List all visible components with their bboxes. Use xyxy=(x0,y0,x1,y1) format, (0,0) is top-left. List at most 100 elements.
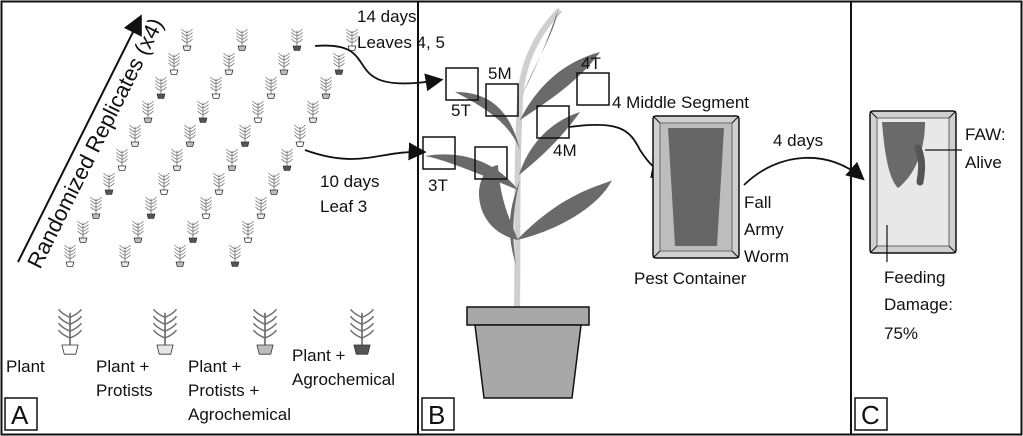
mini-plant xyxy=(346,28,358,51)
panel-a-letter-box xyxy=(4,397,38,431)
leaf xyxy=(517,180,612,240)
label-10-days: 10 days xyxy=(320,172,380,191)
legend-protists-line1: Plant + xyxy=(96,357,149,376)
mini-plant xyxy=(210,76,222,99)
panel-a: Randomized Replicates (x4) 14 days Leave… xyxy=(4,7,445,431)
pot-rim xyxy=(466,306,590,326)
leaf xyxy=(520,52,600,120)
label-leaf-3: Leaf 3 xyxy=(320,197,367,216)
damage-line2: Damage: xyxy=(884,295,953,314)
panel-c-letter-box xyxy=(854,397,888,431)
arrow-to-container xyxy=(568,123,670,179)
damage-value: 75% xyxy=(884,324,918,343)
faw-line1: Fall xyxy=(744,193,771,212)
label-14-days: 14 days xyxy=(357,7,417,26)
damage-line1: Feeding xyxy=(884,268,945,287)
panel-b-letter-box xyxy=(421,397,455,431)
mini-plant xyxy=(252,100,264,123)
mini-plant xyxy=(129,124,141,147)
panel-c: FAW: Alive Feeding Damage: 75% C xyxy=(854,110,1006,431)
leaf-5 xyxy=(455,92,520,150)
segment-4m-box xyxy=(536,105,570,139)
faw-line3: Worm xyxy=(744,247,789,266)
mini-plant xyxy=(116,148,128,171)
mini-plant xyxy=(64,244,76,267)
legend-both-line1: Plant + xyxy=(188,357,241,376)
leaf-segment-in-container xyxy=(668,128,724,246)
mini-plant xyxy=(268,172,280,195)
legend-plants xyxy=(57,308,375,355)
mini-plant xyxy=(171,148,183,171)
mini-plant xyxy=(142,100,154,123)
pest-container-label: Pest Container xyxy=(634,269,747,288)
mini-plant xyxy=(187,220,199,243)
mini-plant xyxy=(236,28,248,51)
faw-label: FAW: xyxy=(965,125,1006,144)
label-leaves-4-5: Leaves 4, 5 xyxy=(357,33,445,52)
mini-plant xyxy=(181,28,193,51)
mini-plant xyxy=(239,124,251,147)
mini-plant xyxy=(184,124,196,147)
leaf-3 xyxy=(425,154,518,190)
leaf-4 xyxy=(519,112,580,175)
legend-agro-line1: Plant + xyxy=(292,346,345,365)
plant-stem xyxy=(514,7,563,309)
label-4t: 4T xyxy=(581,54,601,73)
mini-plant xyxy=(145,196,157,219)
segment-3m-box xyxy=(474,146,508,180)
mini-plant xyxy=(294,124,306,147)
legend-agro-line2: Agrochemical xyxy=(292,370,395,389)
mini-plant xyxy=(265,76,277,99)
label-5t: 5T xyxy=(451,101,471,120)
mini-plant xyxy=(291,28,303,51)
segment-4t-box xyxy=(576,72,610,106)
label-4-days: 4 days xyxy=(773,131,823,150)
label-3t: 3T xyxy=(428,176,448,195)
label-4-middle-segment: 4 Middle Segment xyxy=(612,93,749,112)
mini-plant xyxy=(213,172,225,195)
mini-plant xyxy=(223,52,235,75)
legend-both-line2: Protists + xyxy=(188,381,259,400)
arrow-14-days xyxy=(314,44,444,92)
segment-5m-box xyxy=(485,83,519,117)
mini-plant xyxy=(255,196,267,219)
leaf xyxy=(509,180,520,265)
arrow-10-days xyxy=(304,142,427,161)
remaining-leaf xyxy=(882,122,925,188)
mini-plant xyxy=(168,52,180,75)
mini-plant xyxy=(226,148,238,171)
segment-3t-box xyxy=(422,136,456,170)
segment-5t-box xyxy=(445,67,479,101)
legend-plant xyxy=(252,308,278,355)
mini-plant xyxy=(132,220,144,243)
mini-plant xyxy=(229,244,241,267)
mini-plant xyxy=(200,196,212,219)
fall-armyworm xyxy=(914,144,926,186)
mini-plant xyxy=(155,76,167,99)
label-4m: 4M xyxy=(553,141,577,160)
leaf xyxy=(479,165,518,240)
mini-plant xyxy=(77,220,89,243)
mini-plant xyxy=(90,196,102,219)
legend-both-line3: Agrochemical xyxy=(188,405,291,424)
mini-plant xyxy=(242,220,254,243)
mini-plant xyxy=(320,76,332,99)
panel-c-letter: C xyxy=(861,400,880,430)
legend-protists-line2: Protists xyxy=(96,381,153,400)
replicate-plant-grid xyxy=(64,28,358,267)
replicates-arrow xyxy=(17,14,142,263)
mini-plant xyxy=(174,244,186,267)
label-5m: 5M xyxy=(488,64,512,83)
faw-status: Alive xyxy=(965,153,1002,172)
legend-plant xyxy=(152,308,178,355)
mini-plant xyxy=(158,172,170,195)
legend-plant xyxy=(349,308,375,355)
mini-plant xyxy=(307,100,319,123)
legend-plant-label: Plant xyxy=(6,357,45,376)
panel-a-letter: A xyxy=(11,400,29,430)
mini-plant xyxy=(119,244,131,267)
arrow-4-days xyxy=(743,156,865,186)
mini-plant xyxy=(103,172,115,195)
